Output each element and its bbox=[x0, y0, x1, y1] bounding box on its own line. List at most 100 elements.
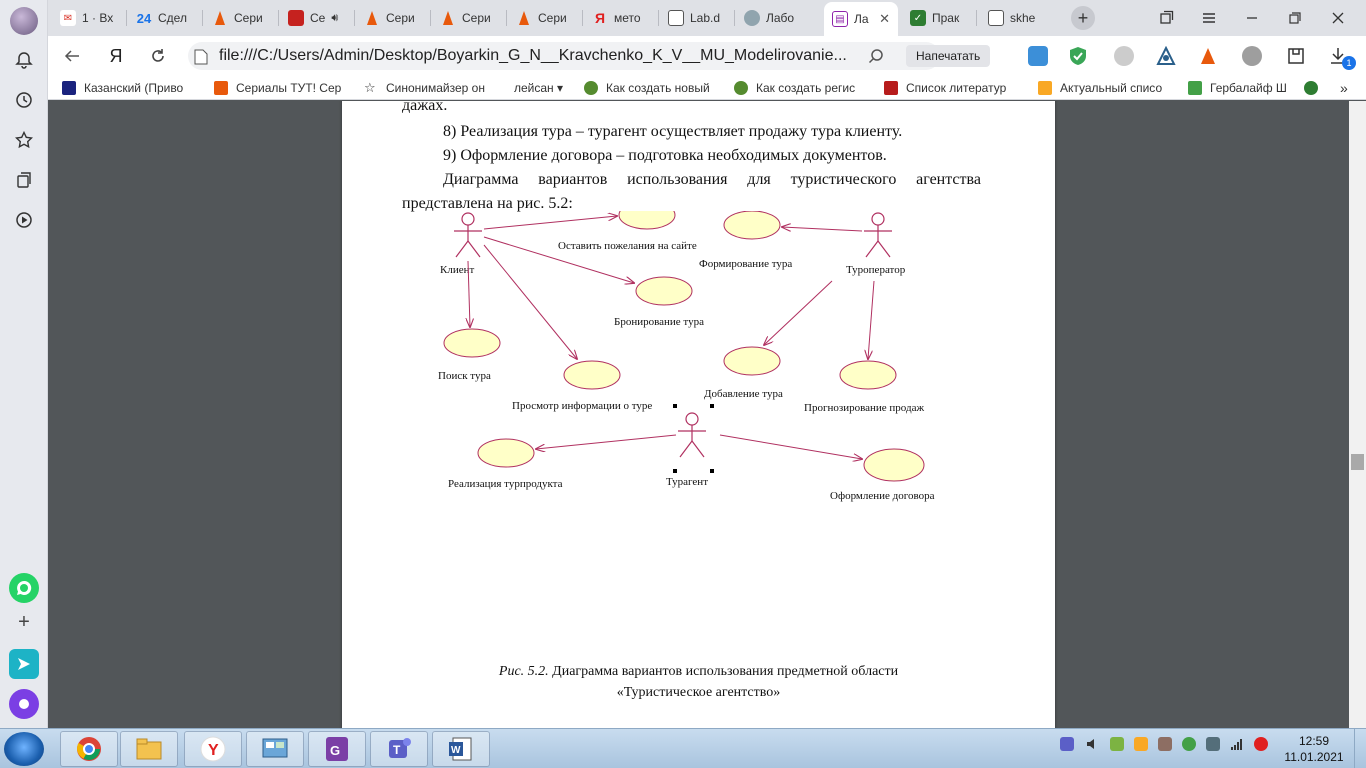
tray-app-icon[interactable] bbox=[1110, 737, 1124, 751]
taskbar-control-panel[interactable] bbox=[246, 731, 304, 767]
control-panel-icon bbox=[262, 738, 288, 758]
reload-icon[interactable] bbox=[146, 44, 170, 68]
usecase-view-label: Просмотр информации о туре bbox=[512, 400, 652, 412]
tab-labo[interactable]: Лабо bbox=[736, 4, 808, 32]
back-arrow-icon[interactable] bbox=[60, 44, 84, 68]
save-page-icon[interactable] bbox=[1286, 46, 1306, 66]
new-tab-button[interactable]: + bbox=[1071, 6, 1095, 30]
loading-extension-icon[interactable] bbox=[1114, 46, 1134, 66]
tab-prak[interactable]: ✓ Прак bbox=[902, 4, 974, 32]
use-case-diagram: Клиент Туроператор Турагент bbox=[438, 211, 935, 502]
address-bar[interactable] bbox=[188, 42, 940, 70]
bookmark-kak-sozdat-novy[interactable]: Как создать новый bbox=[584, 80, 710, 96]
url-text[interactable]: file:///C:/Users/Admin/Desktop/Boyarkin_… bbox=[219, 47, 847, 64]
tab-lab-doc[interactable]: Lab.d bbox=[660, 4, 732, 32]
tab-sdelka[interactable]: 24 Сдел bbox=[128, 4, 200, 32]
close-tab-icon[interactable]: ✕ bbox=[879, 11, 890, 26]
restore-icon[interactable] bbox=[1274, 0, 1316, 36]
tray-teams-icon[interactable] bbox=[1060, 737, 1074, 751]
paragraph-line-2: представлена на рис. 5.2: bbox=[402, 195, 573, 212]
tray-network-signal-icon[interactable] bbox=[1230, 737, 1244, 751]
red-book-icon bbox=[288, 10, 304, 26]
tab-gmail[interactable]: ✉ 1 · Вх bbox=[52, 4, 124, 32]
chrome-icon bbox=[77, 737, 101, 761]
taskbar-teams[interactable]: T bbox=[370, 731, 428, 767]
bookmark-serialy[interactable]: Сериалы ТУТ! Сер bbox=[214, 80, 341, 96]
alice-assistant-icon[interactable] bbox=[9, 689, 39, 719]
tray-device-icon[interactable] bbox=[1206, 737, 1220, 751]
taskbar-pdf-app[interactable]: G bbox=[308, 731, 366, 767]
bookmark-kak-sozdat-regis[interactable]: Как создать регис bbox=[734, 80, 855, 96]
tab-label: Се bbox=[310, 11, 326, 25]
tab-manager-icon[interactable] bbox=[1145, 0, 1187, 36]
bookmark-kazansky[interactable]: Казанский (Приво bbox=[62, 80, 183, 96]
bookmark-gerbalaif[interactable]: Гербалайф Ш bbox=[1188, 80, 1287, 96]
audio-playing-icon[interactable]: 🔊︎ bbox=[331, 11, 339, 24]
tray-yandex-icon[interactable] bbox=[1254, 737, 1268, 751]
usecase-adding bbox=[723, 346, 781, 376]
start-button[interactable] bbox=[4, 732, 44, 766]
notifications-bell-icon[interactable] bbox=[10, 46, 38, 74]
tab-label: Сери bbox=[538, 11, 567, 25]
bookmark-label: Синонимайзер он bbox=[386, 81, 485, 95]
bookmarks-overflow-chevron-icon[interactable]: » bbox=[1340, 80, 1348, 96]
tray-app-icon-2[interactable] bbox=[1134, 737, 1148, 751]
favorites-star-icon[interactable] bbox=[10, 126, 38, 154]
extension-cloud-icon[interactable] bbox=[1028, 46, 1048, 66]
bookmark-aktualny-spisok[interactable]: Актуальный списо bbox=[1038, 80, 1162, 96]
tray-volume-icon[interactable] bbox=[1086, 737, 1100, 751]
tab-serialy-1[interactable]: Сери bbox=[204, 4, 276, 32]
shield-extension-icon[interactable] bbox=[1068, 46, 1088, 66]
vertical-scrollbar[interactable] bbox=[1349, 101, 1366, 728]
book-icon bbox=[884, 81, 898, 95]
tab-serialy-2[interactable]: Сери bbox=[356, 4, 428, 32]
tab-label: skhe bbox=[1010, 11, 1036, 25]
bookmark-spisok-literatury[interactable]: Список литератур bbox=[884, 80, 1006, 96]
taskbar-clock[interactable]: 12:59 11.01.2021 bbox=[1282, 733, 1346, 765]
whatsapp-icon[interactable] bbox=[9, 573, 39, 603]
print-button[interactable]: Напечатать bbox=[906, 45, 991, 67]
tray-security-icon[interactable] bbox=[1182, 737, 1196, 751]
tab-label: мето bbox=[614, 11, 641, 25]
taskbar-yandex-browser[interactable]: Y bbox=[184, 731, 242, 767]
vpn-extension-icon[interactable] bbox=[1156, 45, 1176, 66]
tab-yandex-metod[interactable]: Я мето bbox=[584, 4, 656, 32]
fox-logo-icon bbox=[516, 10, 532, 26]
pdf-viewer[interactable]: дажах. 8) Реализация тура – турагент осу… bbox=[49, 101, 1349, 728]
history-clock-icon[interactable] bbox=[10, 86, 38, 114]
menu-icon[interactable] bbox=[1188, 0, 1230, 36]
bookmark-extra[interactable] bbox=[1304, 80, 1326, 96]
globe-extension-icon[interactable] bbox=[1242, 46, 1262, 66]
tab-serialy-audio[interactable]: Се 🔊︎ bbox=[280, 4, 352, 32]
profile-avatar[interactable] bbox=[10, 7, 38, 35]
tray-app-icon-3[interactable] bbox=[1158, 737, 1172, 751]
scrollbar-thumb[interactable] bbox=[1351, 454, 1364, 470]
paragraph-line-1: Диаграмма вариантов использования для ту… bbox=[443, 171, 981, 188]
minimize-icon[interactable] bbox=[1231, 0, 1273, 36]
yandex-home-icon[interactable]: Я bbox=[109, 45, 123, 66]
taskbar-explorer[interactable] bbox=[120, 731, 178, 767]
taskbar-word[interactable]: W bbox=[432, 731, 490, 767]
svg-text:W: W bbox=[451, 745, 461, 756]
fox-extension-icon[interactable] bbox=[1198, 46, 1218, 66]
bookmark-sinonimaizer[interactable]: ☆ Синонимайзер он bbox=[364, 80, 485, 96]
media-play-icon[interactable] bbox=[10, 206, 38, 234]
messenger-icon[interactable] bbox=[9, 649, 39, 679]
tab-active-pdf[interactable]: ▤ Ла ✕ bbox=[824, 2, 898, 36]
collections-icon[interactable] bbox=[10, 166, 38, 194]
usecase-realization-label: Реализация турпродукта bbox=[448, 478, 563, 490]
show-desktop-button[interactable] bbox=[1354, 729, 1366, 768]
usecase-forming bbox=[723, 211, 781, 240]
tab-serialy-3[interactable]: Сери bbox=[432, 4, 504, 32]
close-window-icon[interactable] bbox=[1317, 0, 1359, 36]
search-icon[interactable] bbox=[868, 48, 884, 67]
taskbar-chrome[interactable] bbox=[60, 731, 118, 767]
add-app-icon[interactable]: + bbox=[18, 610, 30, 633]
bookmark-folder-leysan[interactable]: лейсан ▾ bbox=[514, 80, 563, 96]
tab-serialy-4[interactable]: Сери bbox=[508, 4, 580, 32]
tab-24-icon: 24 bbox=[136, 10, 152, 26]
leaf-icon bbox=[1188, 81, 1202, 95]
actor-agent bbox=[678, 412, 706, 458]
usecase-realization bbox=[477, 438, 535, 468]
tab-skhem[interactable]: skhe bbox=[980, 4, 1052, 32]
